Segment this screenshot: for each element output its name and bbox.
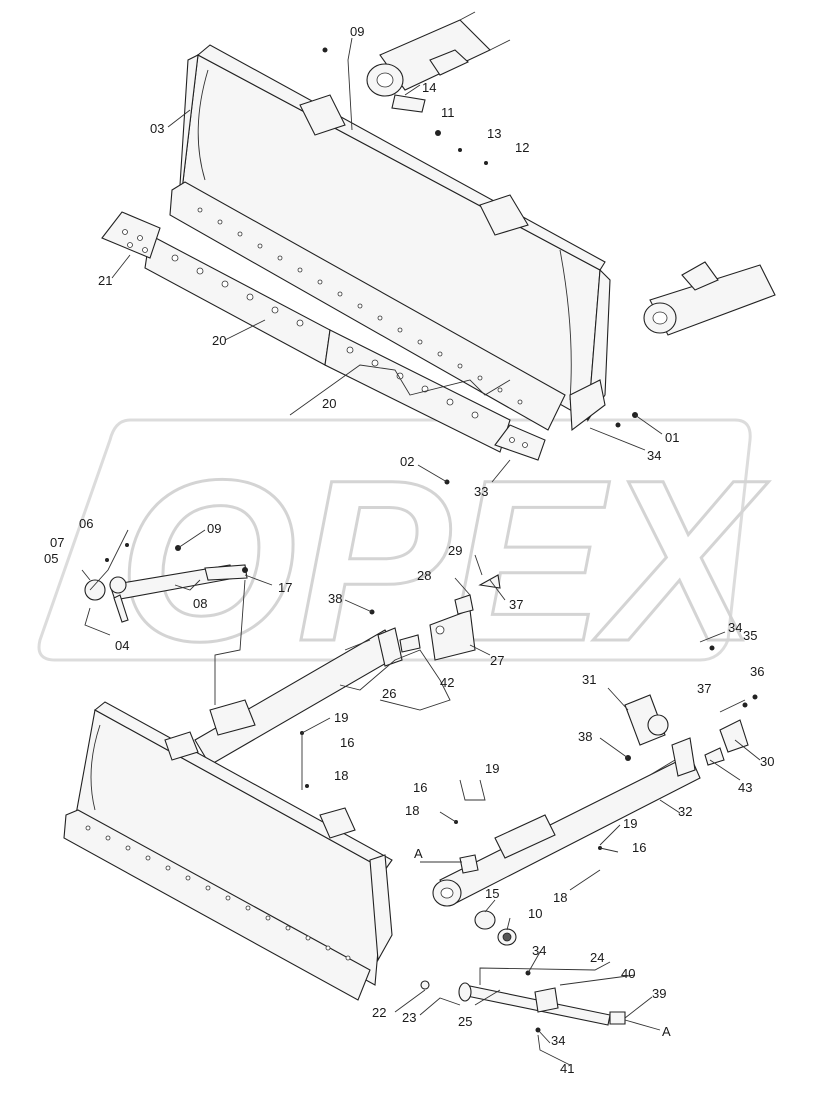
callout-16: 16 (340, 735, 354, 750)
callout-37: 37 (509, 597, 523, 612)
callout-20-b: 20 (322, 396, 336, 411)
lower-edge-holes (85, 825, 351, 961)
callout-labels: 09 03 14 11 13 12 21 20 20 01 34 02 33 0… (44, 24, 774, 1076)
callout-05: 05 (44, 551, 58, 566)
upper-edge-holes (197, 207, 523, 405)
upper-cylinder (366, 11, 511, 113)
upper-blade (101, 44, 611, 461)
callout-11: 11 (441, 105, 455, 120)
callout-09-b: 09 (207, 521, 221, 536)
callout-25: 25 (458, 1014, 472, 1029)
callout-20: 20 (212, 333, 226, 348)
push-arm-right (432, 737, 701, 907)
callout-34-c: 34 (532, 943, 546, 958)
callout-04: 04 (115, 638, 129, 653)
callout-07: 07 (50, 535, 64, 550)
callout-18-c: 18 (553, 890, 567, 905)
callout-14: 14 (422, 80, 436, 95)
bushings (474, 910, 517, 946)
callout-16-b: 16 (413, 780, 427, 795)
callout-36: 36 (750, 664, 764, 679)
callout-26: 26 (382, 686, 396, 701)
callout-38: 38 (328, 591, 342, 606)
callout-06: 06 (79, 516, 93, 531)
callout-18-b: 18 (405, 803, 419, 818)
callout-19: 19 (334, 710, 348, 725)
bracket-assembly (399, 574, 501, 661)
callout-A-b: A (662, 1024, 671, 1039)
callout-31: 31 (582, 672, 596, 687)
side-link-assembly (84, 564, 248, 623)
callout-22: 22 (372, 1005, 386, 1020)
callout-35: 35 (743, 628, 757, 643)
callout-23: 23 (402, 1010, 416, 1025)
callout-17: 17 (278, 580, 292, 595)
trunnion-bracket (624, 694, 749, 766)
callout-21: 21 (98, 273, 112, 288)
callout-41: 41 (560, 1061, 574, 1076)
callout-27: 27 (490, 653, 504, 668)
callout-28: 28 (417, 568, 431, 583)
callout-37-b: 37 (697, 681, 711, 696)
callout-16-c: 16 (632, 840, 646, 855)
callout-30: 30 (760, 754, 774, 769)
callout-08: 08 (193, 596, 207, 611)
callout-42: 42 (440, 675, 454, 690)
callout-39: 39 (652, 986, 666, 1001)
callout-38-b: 38 (578, 729, 592, 744)
leader-lines (81, 37, 761, 1066)
callout-34-d: 34 (551, 1033, 565, 1048)
lower-blade (63, 701, 393, 1001)
callout-13: 13 (487, 126, 501, 141)
callout-A: A (414, 846, 423, 861)
callout-19-b: 19 (485, 761, 499, 776)
callout-03: 03 (150, 121, 164, 136)
callout-32: 32 (678, 804, 692, 819)
strut-assembly (420, 980, 626, 1026)
callout-09: 09 (350, 24, 364, 39)
callout-15: 15 (485, 886, 499, 901)
callout-43: 43 (738, 780, 752, 795)
callout-34: 34 (647, 448, 661, 463)
right-cylinder (643, 261, 776, 336)
callout-33: 33 (474, 484, 488, 499)
callout-29: 29 (448, 543, 462, 558)
push-arm-left (194, 627, 403, 766)
callout-01: 01 (665, 430, 679, 445)
callout-19-c: 19 (623, 816, 637, 831)
callout-18: 18 (334, 768, 348, 783)
callout-24: 24 (590, 950, 604, 965)
callout-34-b: 34 (728, 620, 742, 635)
callout-12: 12 (515, 140, 529, 155)
callout-40: 40 (621, 966, 635, 981)
callout-10: 10 (528, 906, 542, 921)
callout-02: 02 (400, 454, 414, 469)
